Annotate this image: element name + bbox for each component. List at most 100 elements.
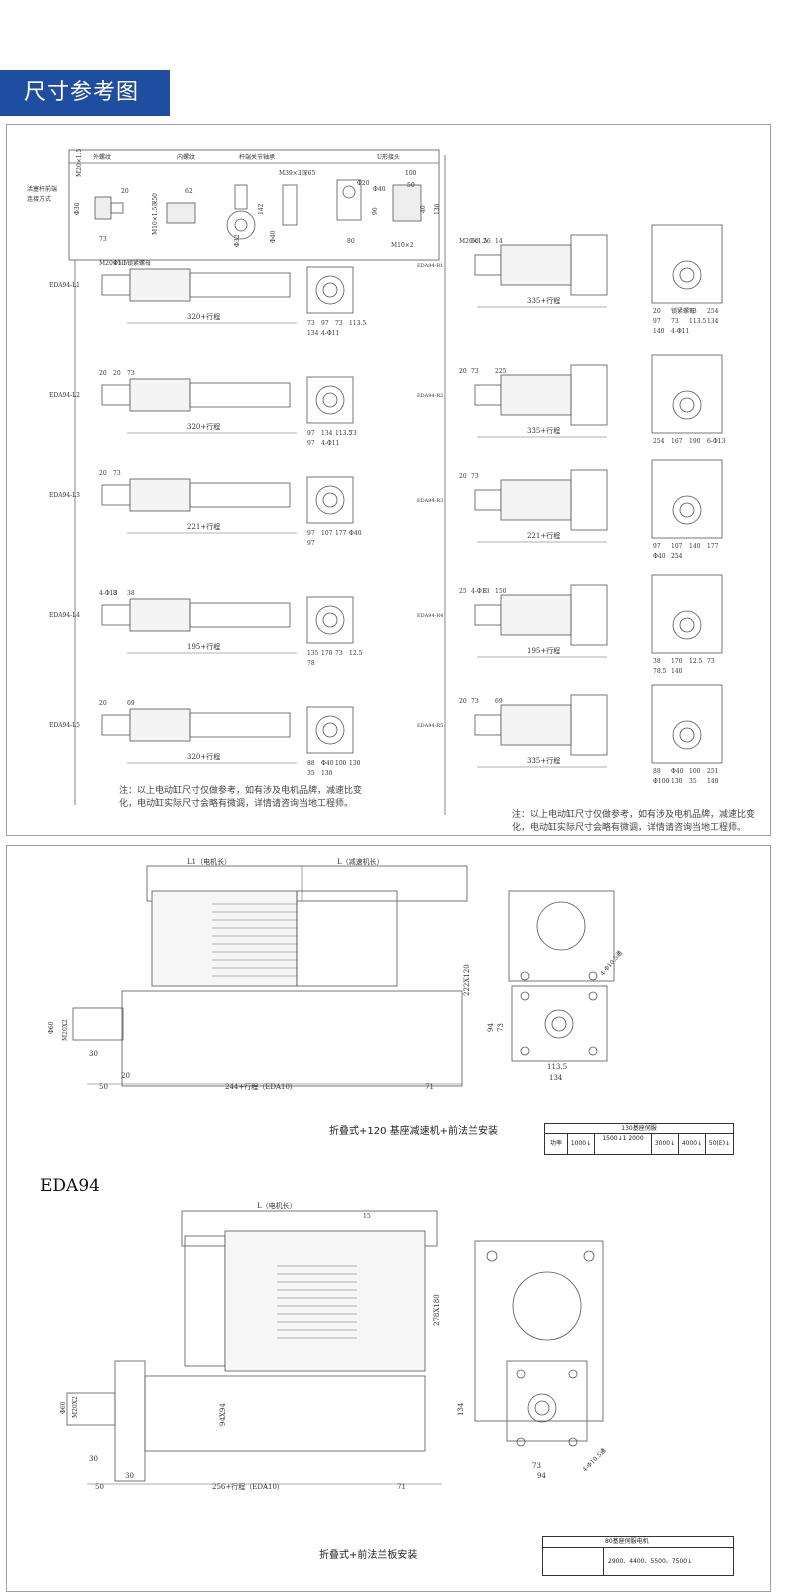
model-dim-label: 12.5 [349, 650, 363, 657]
rod-end [72, 1007, 124, 1041]
install-dim-label: 100 [405, 170, 417, 177]
model-dim-label: 150 [495, 588, 507, 595]
model-dim-label: 20 [459, 698, 467, 705]
model-dim-label: 225 [495, 368, 507, 375]
model-dim-label: 170 [671, 658, 683, 665]
stroke-dimension-label: 221+行程 [527, 531, 560, 540]
model-dim-label: 6-Φ13 [707, 438, 726, 445]
model-dim-label: 73 [127, 370, 135, 377]
model-dim-label: 20 [99, 700, 107, 707]
model-dim-label: 35 [307, 770, 315, 777]
install-dim-label: 80 [347, 238, 355, 245]
flange-bore [315, 485, 345, 515]
gearbox-end-view [651, 684, 723, 764]
gearbox-bore [672, 260, 702, 290]
model-dim-label: 134 [707, 318, 719, 325]
model-dim-label: 78 [307, 660, 315, 667]
model-label-right: EDA94-R1 [417, 263, 443, 269]
install-dim-label: 142 [258, 203, 265, 215]
drawing2-dim: 30 [125, 1472, 134, 1480]
mount-hole [520, 971, 530, 981]
install-dim-label: 20 [121, 188, 129, 195]
install-dim-label: 40 [420, 205, 427, 213]
drawing2-dim: 94X94 [219, 1403, 227, 1426]
install-dim-label: Φ32 [234, 234, 241, 247]
model-dim-label: Φ40 [653, 553, 666, 560]
mount-hole [588, 1046, 598, 1056]
stroke-dimension-label: 335+行程 [527, 426, 560, 435]
gearbox-bore-inner [679, 727, 695, 743]
drawing1-spec-table: 130基座伺服 功率 1000↓ 1500↓1 2000 3000↓ 4000↓… [544, 1123, 734, 1155]
spec1-cell: 1500↓1 2000 [595, 1134, 652, 1154]
model-dim-label: 97 [653, 543, 661, 550]
actuator-cylinder [189, 482, 291, 508]
gearbox-end-view [651, 574, 723, 654]
cylinder-body [121, 990, 463, 1087]
motor-end-plate [474, 1240, 604, 1422]
drawing2-dim: 94 [537, 1472, 546, 1480]
flange-bore-inner [534, 1400, 550, 1416]
flange-end-view [306, 476, 354, 524]
model-label-right: EDA94-R4 [417, 613, 443, 619]
drawing2-dim: 50 [95, 1483, 104, 1491]
actuator-motor-body [500, 594, 572, 636]
model-dim-label: 73 [689, 308, 697, 315]
actuator-motor-body [129, 268, 191, 302]
install-dim-label: M20×1.5 [76, 148, 83, 177]
spec2-title: 80基座伺服电机 [543, 1537, 733, 1548]
mount-hole [588, 971, 598, 981]
gearbox-bore-inner [679, 617, 695, 633]
actuator-gearbox [570, 469, 608, 531]
flange-end-view [306, 706, 354, 754]
rod-end [66, 1392, 116, 1426]
drawing1-dim: 20 [121, 1072, 130, 1080]
actuator-rod-end [474, 254, 502, 276]
note-right-line-2: 化，电动缸实际尺寸会略有微调，详情请咨询当地工程师。 [512, 823, 747, 833]
stroke-dimension-label: 221+行程 [187, 522, 220, 531]
model-dim-label: 4-Φ13 [99, 590, 118, 597]
actuator-rod-end [474, 384, 502, 406]
mount-hole [583, 1250, 595, 1262]
install-row-label: 活塞杆前端 [27, 185, 57, 193]
model-dim-label: 100 [335, 760, 347, 767]
model-dim-label: 97 [307, 430, 315, 437]
model-dim-label: 14 [495, 238, 503, 245]
model-dim-label: 12.5 [689, 658, 703, 665]
gearbox-window [536, 901, 586, 951]
model-dim-label: 170 [321, 650, 333, 657]
drawing2-height-label: 278X180 [433, 1294, 441, 1326]
model-dim-label: 4-Φ11 [321, 330, 339, 337]
actuator-rod-end [101, 604, 131, 626]
install-type-label: 内螺纹 [177, 153, 195, 161]
model-dim-label: M20×1.5 [99, 260, 128, 267]
gearbox-end-view [651, 224, 723, 304]
section-title: 尺寸参考图 [0, 70, 170, 116]
model-dim-label: 107 [321, 530, 333, 537]
actuator-gearbox [570, 694, 608, 756]
install-dim-label: 62 [185, 188, 193, 195]
model-dim-label: 25 [459, 588, 467, 595]
rod-diameter-label: Φ60 [60, 1401, 67, 1414]
model-dim-label: 140 [653, 328, 665, 335]
model-dim-label: 88 [307, 760, 315, 767]
install-dim-label: Φ30 [74, 202, 81, 215]
note-left: 注：以上电动缸尺寸仅做参考，如有涉及电机品牌，减速比变 化，电动缸实际尺寸会略有… [119, 785, 362, 811]
model-label-right: EDA94-R3 [417, 498, 443, 504]
actuator-gearbox [570, 364, 608, 426]
actuator-motor-body [500, 374, 572, 416]
install-dim-label: 73 [99, 236, 107, 243]
spec2-cell: 2900、4400、5500、7500↓ [608, 1558, 693, 1565]
gearbox-end-view [651, 354, 723, 434]
model-dim-label: 69 [127, 700, 135, 707]
actuator-rod-end [474, 604, 502, 626]
actuator-gearbox [570, 584, 608, 646]
drawing1-height-label: 222X120 [463, 964, 471, 996]
model-dim-label: 97 [653, 318, 661, 325]
install-dim-label: Φ20 [357, 180, 370, 187]
model-dim-label: 73 [471, 368, 479, 375]
reducer-body [296, 890, 398, 987]
install-dim-label: M10×2 [391, 242, 414, 249]
stroke-dimension-label: 244+行程（EDA10） [225, 1082, 297, 1091]
model-dim-label: 134 [321, 430, 333, 437]
model-dim-label: 130 [321, 770, 333, 777]
